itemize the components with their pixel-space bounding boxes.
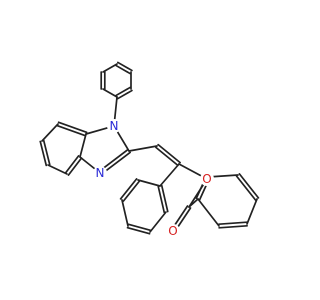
atom-o-ester: O xyxy=(202,172,211,186)
atom-n-imine-bg xyxy=(93,166,107,180)
bond-p3-p4-0 xyxy=(117,89,133,100)
bond-a6-a1 xyxy=(197,198,220,227)
bond-c3-c4-0 xyxy=(126,226,151,235)
bond-b5-b6-1 xyxy=(42,139,51,166)
bond-p1-p2-1 xyxy=(115,64,131,75)
bond-c1-c2-1 xyxy=(157,185,166,214)
bond-C9-c1 xyxy=(159,163,180,187)
atom-n-ring-bg xyxy=(107,119,121,133)
atom-layer: N N O O xyxy=(93,119,214,238)
bond-a3-a4-1 xyxy=(235,175,257,201)
bond-a4-a5 xyxy=(246,198,258,225)
atom-o-carbonyl-bg xyxy=(166,224,180,238)
bond-b7-C7a-0 xyxy=(57,121,88,134)
bond-c4-c5 xyxy=(121,199,129,227)
bond-c3-c4-1 xyxy=(127,223,152,232)
bond-C3a-C7a xyxy=(79,133,87,158)
bond-a5-a6-0 xyxy=(218,224,248,229)
bond-c5-c6-1 xyxy=(122,180,141,202)
bond-a3-a4-0 xyxy=(238,173,260,199)
atom-o-ester-bg xyxy=(200,172,214,186)
atom-n-imine: N xyxy=(96,166,105,180)
bond-p6-p1 xyxy=(102,63,118,73)
bond-a5-a6-1 xyxy=(218,221,248,226)
bond-C3a-b4-0 xyxy=(67,157,83,176)
bond-c1-c2-0 xyxy=(160,184,169,213)
bond-C10-a1 xyxy=(188,198,199,208)
bond-b4-b5 xyxy=(47,164,68,175)
bond-b5-b6-0 xyxy=(39,140,48,167)
bond-c2-c3 xyxy=(149,211,167,233)
bond-c5-c6-0 xyxy=(119,178,138,200)
bond-C8-C9-1 xyxy=(155,146,179,167)
bond-p1-p2-0 xyxy=(117,61,133,72)
atom-o-carbonyl: O xyxy=(168,224,177,238)
molecule-structure: N N O O xyxy=(39,61,260,238)
bond-layer xyxy=(39,61,260,235)
bond-b7-C7a-1 xyxy=(56,124,87,137)
atom-n-ring: N xyxy=(110,119,119,133)
bond-C2-C8 xyxy=(128,145,158,152)
bond-c6-c1 xyxy=(137,179,161,187)
bond-C3a-b4-1 xyxy=(64,155,80,174)
bond-p4-p5 xyxy=(102,88,118,98)
bond-C8-C9-0 xyxy=(157,143,181,164)
bond-b6-b7 xyxy=(41,123,59,142)
bond-p3-p4-1 xyxy=(115,86,131,97)
